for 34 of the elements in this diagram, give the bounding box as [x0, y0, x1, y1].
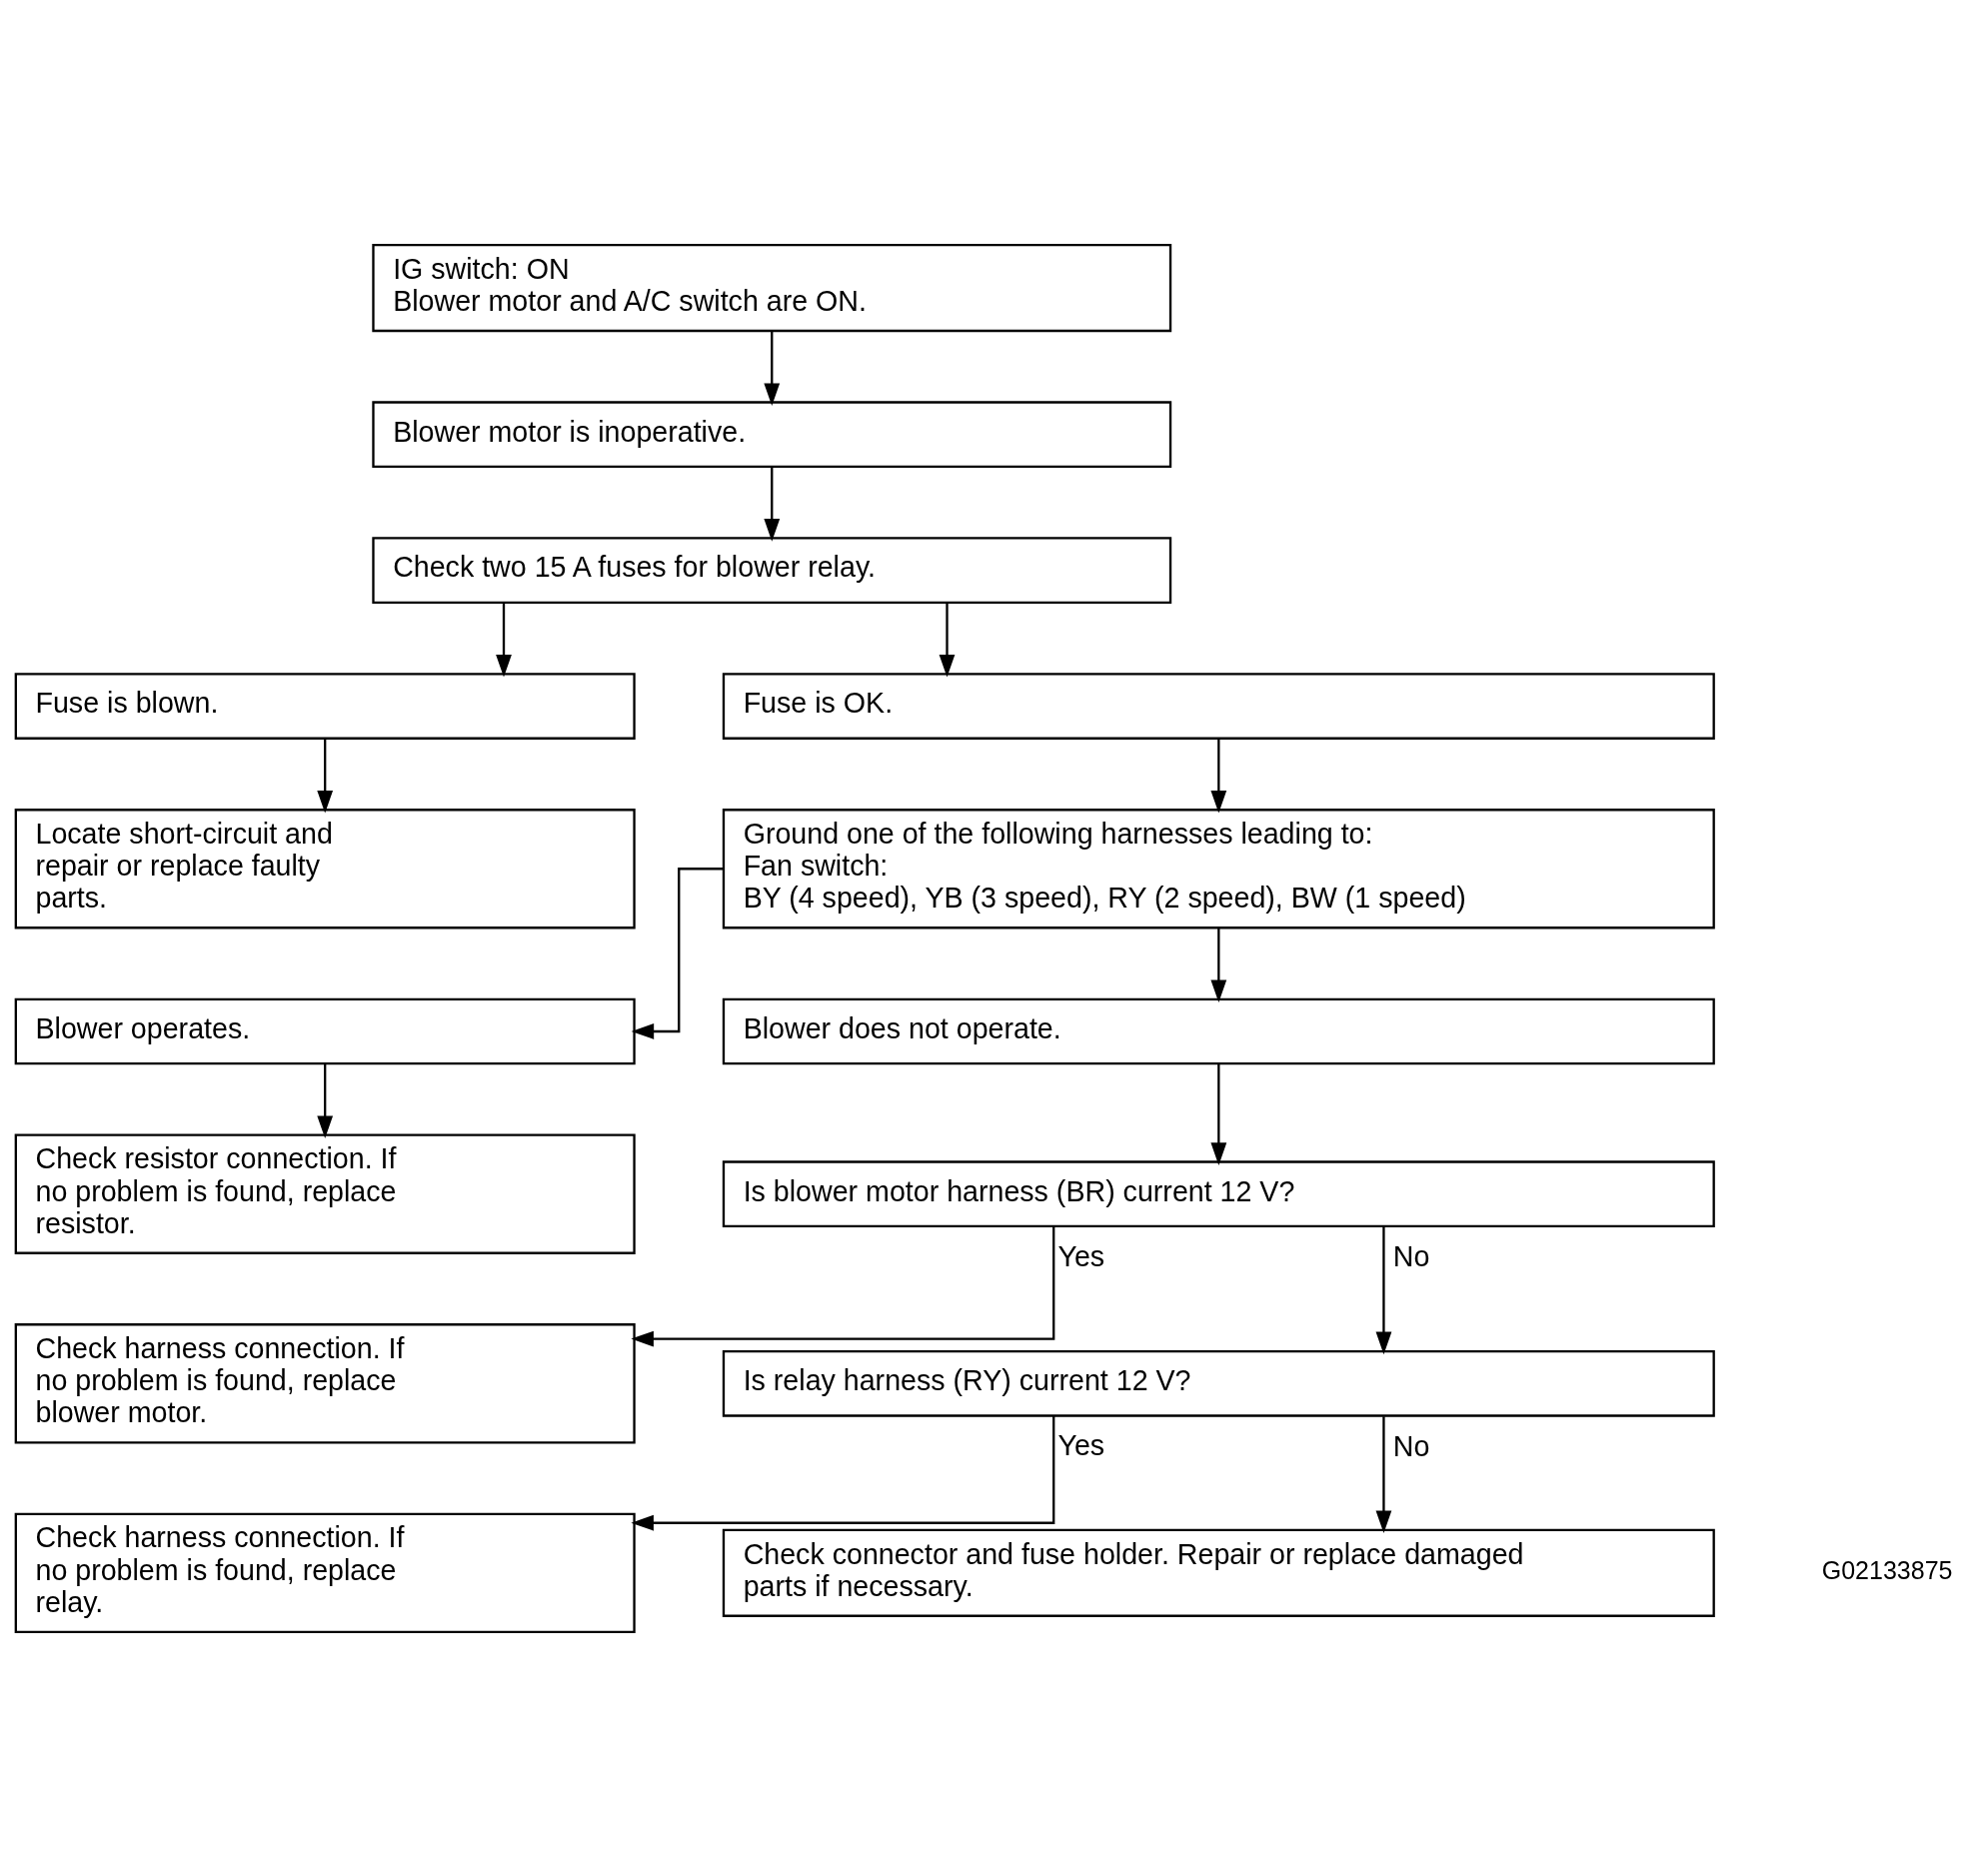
arrow [939, 602, 956, 678]
arrow [1375, 1415, 1392, 1533]
arrow [764, 330, 781, 406]
arrow [317, 738, 334, 814]
arrow [631, 1415, 1055, 1531]
arrow [1375, 1226, 1392, 1354]
node-box: Is relay harness (RY) current 12 V? [722, 1349, 1715, 1417]
edge-label: No [1392, 1429, 1430, 1462]
node-box: Fuse is OK. [722, 672, 1715, 740]
edge-label: Yes [1057, 1428, 1105, 1461]
node-box: Check harness connection. If no problem is found, replace relay. [14, 1512, 636, 1633]
node-box: Is blower motor harness (BR) current 12 V? [722, 1159, 1715, 1227]
node-box: Blower does not operate. [722, 997, 1715, 1064]
arrow [631, 867, 724, 1039]
edge-label: No [1392, 1239, 1430, 1272]
edge-label: Yes [1057, 1239, 1105, 1272]
node-box: IG switch: ON Blower motor and A/C switch are ON. [372, 243, 1172, 332]
arrow [317, 1063, 334, 1138]
node-box: Blower motor is inoperative. [372, 400, 1172, 468]
node-box: Check harness connection. If no problem is found, replace blower motor. [14, 1322, 636, 1443]
arrow [1210, 1063, 1227, 1165]
label: G02133875 [1821, 1555, 1953, 1584]
node-box: Check two 15 A fuses for blower relay. [372, 536, 1172, 604]
arrow [496, 602, 512, 678]
node-box: Check connector and fuse holder. Repair or replace damaged parts if necessary. [722, 1528, 1715, 1617]
node-box: Blower operates. [14, 997, 636, 1064]
node-box: Check resistor connection. If no problem is found, replace resistor. [14, 1133, 636, 1254]
node-box: Fuse is blown. [14, 672, 636, 740]
arrow [631, 1226, 1055, 1346]
arrow [1210, 927, 1227, 1002]
arrow [764, 466, 781, 542]
node-box: Ground one of the following harnesses leading to: Fan switch: BY (4 speed), YB (3 speed), RY (2 speed), BW (1 speed) [722, 808, 1715, 929]
node-box: Locate short-circuit and repair or replace faulty parts. [14, 808, 636, 929]
arrow [1210, 738, 1227, 814]
